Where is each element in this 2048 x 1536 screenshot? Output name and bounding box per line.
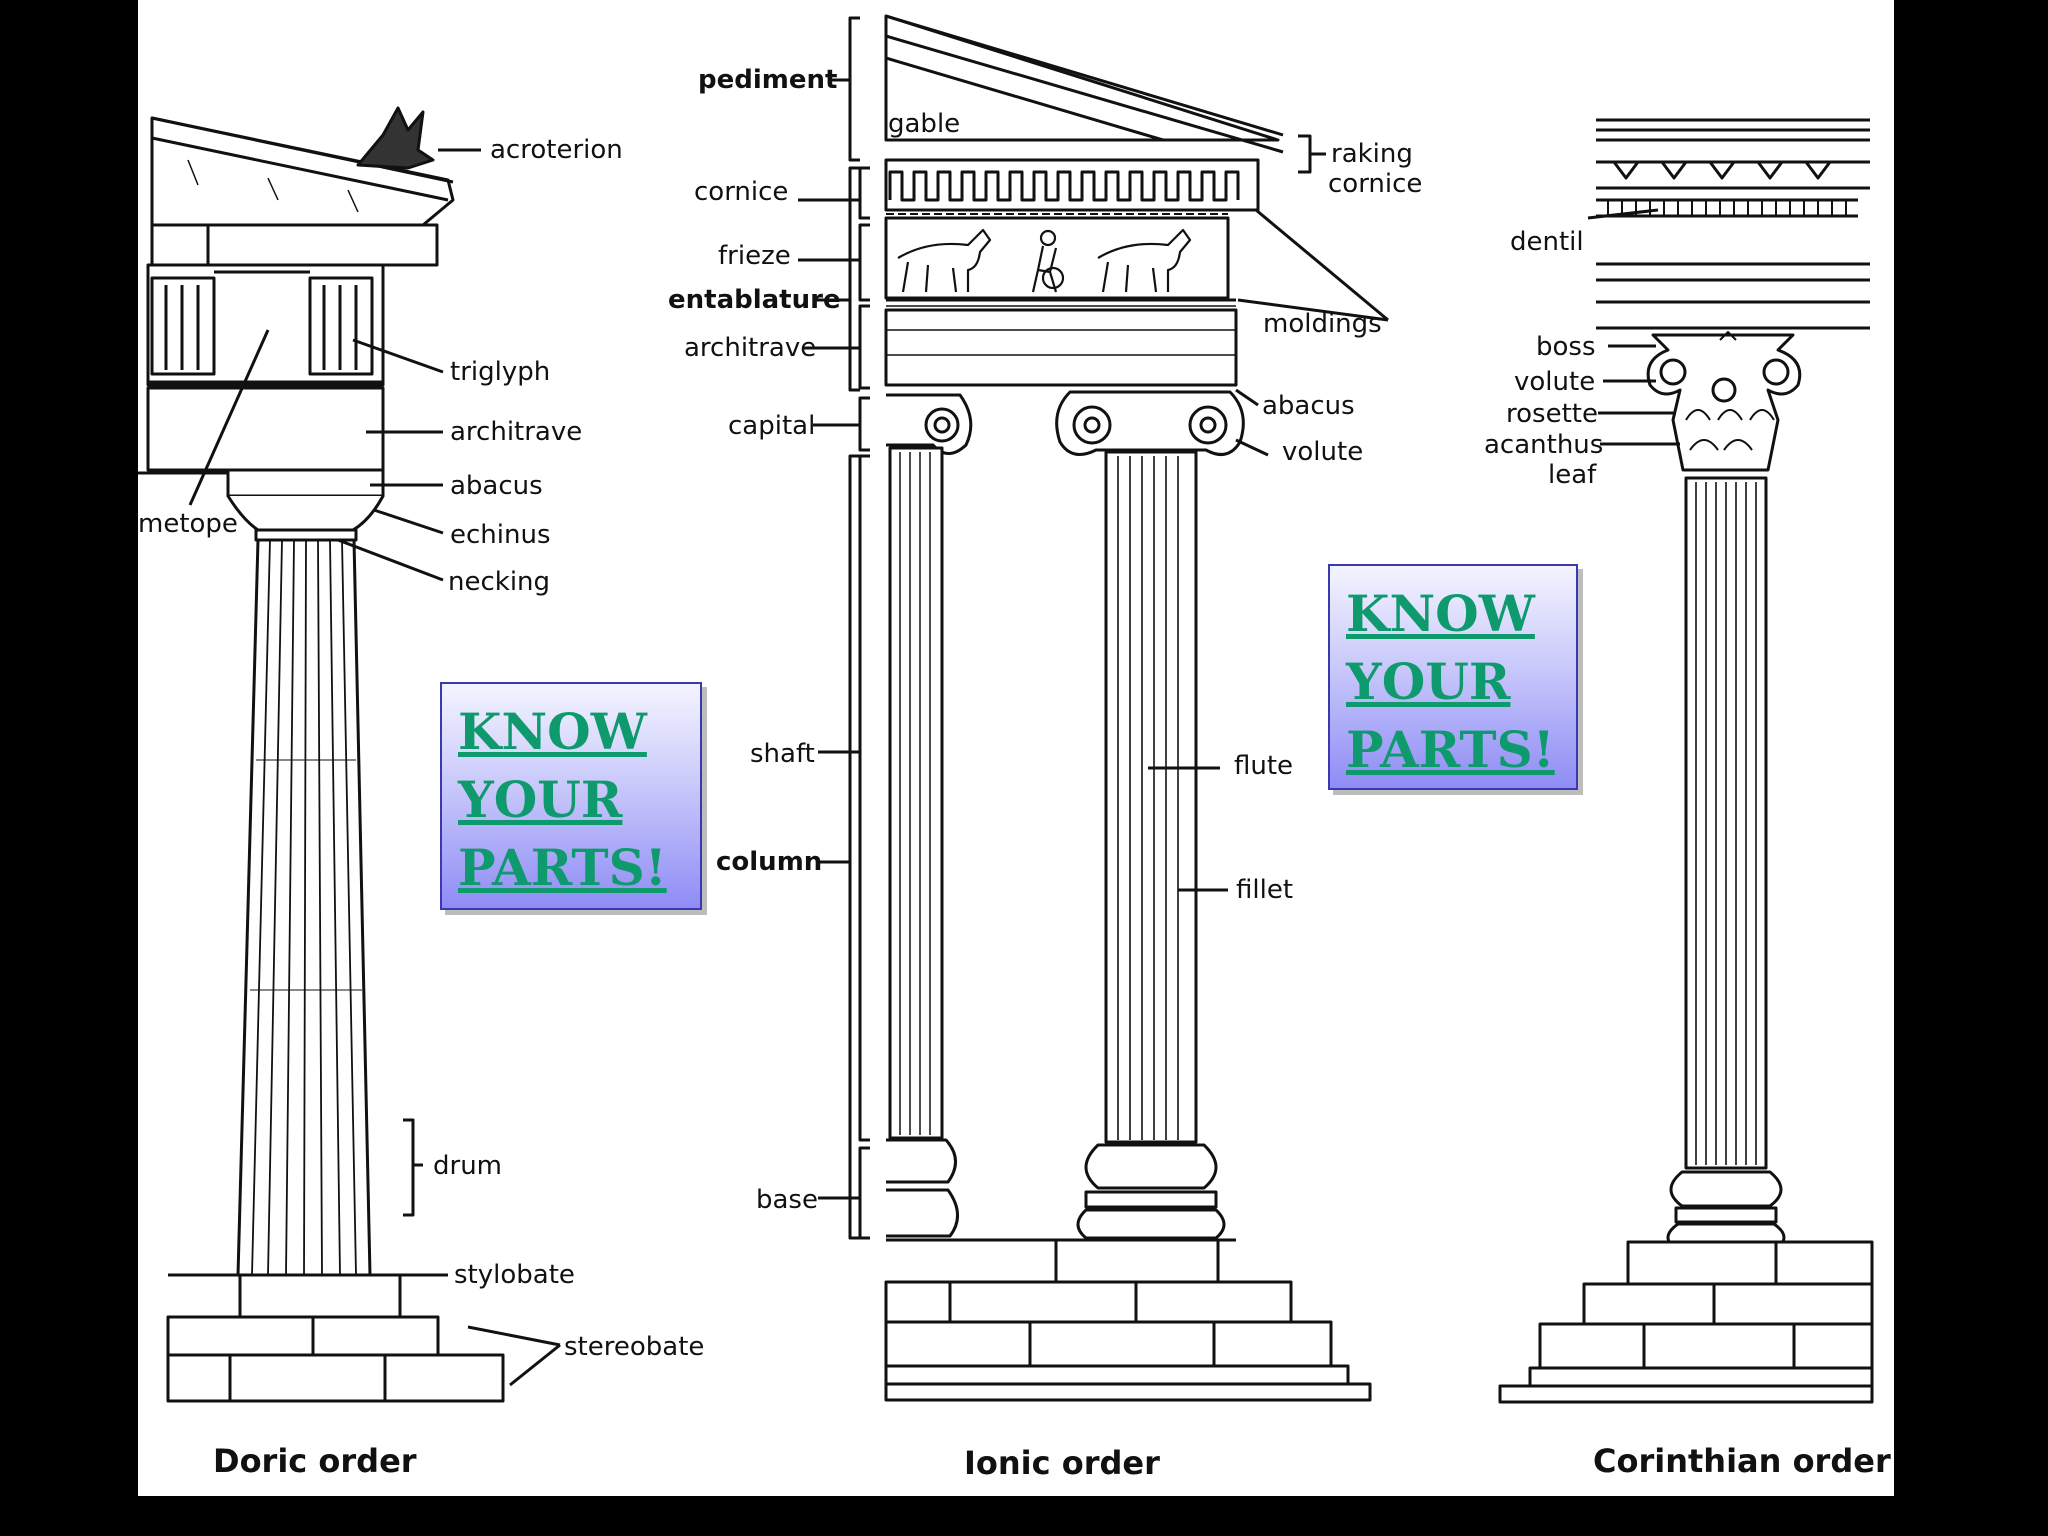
triglyph-right [308, 276, 374, 376]
label-moldings: moldings [1263, 309, 1382, 339]
doric-order-title: Doric order [213, 1442, 417, 1480]
label-capital: capital [728, 411, 815, 441]
label-flute: flute [1234, 751, 1293, 781]
corinthian-labels: dentil boss volute rosette acanthus leaf… [1484, 227, 1891, 1480]
label-entablature: entablature [668, 285, 841, 315]
label-ionic-abacus: abacus [1262, 391, 1355, 421]
label-dentil: dentil [1510, 227, 1584, 257]
label-raking: raking [1331, 139, 1413, 169]
architecture-orders-diagram: acroterion triglyph architrave abacus me… [138, 14, 1891, 1482]
triglyph-left [150, 276, 216, 376]
label-shaft: shaft [750, 739, 815, 769]
ionic-structure [798, 14, 1389, 1402]
label-ionic-architrave: architrave [684, 333, 816, 363]
label-raking-cornice: cornice [1328, 169, 1422, 199]
label-ionic-cornice: cornice [694, 177, 788, 207]
label-gable: gable [888, 109, 960, 139]
label-necking: necking [448, 567, 550, 597]
corinthian-order-title: Corinthian order [1593, 1442, 1891, 1480]
label-stereobate: stereobate [564, 1332, 704, 1362]
frieze-rider [1031, 229, 1065, 293]
frieze-horse-right [1097, 228, 1192, 293]
ionic-labels: pediment gable raking cornice cornice fr… [668, 65, 1422, 1482]
label-acroterion: acroterion [490, 135, 623, 165]
callout-line: YOUR [1346, 652, 1511, 711]
callout-line: KNOW [458, 702, 647, 761]
label-fillet: fillet [1236, 875, 1293, 905]
label-metope: metope [138, 509, 238, 539]
label-acanthus-leaf: leaf [1548, 460, 1597, 490]
label-pediment: pediment [698, 65, 837, 95]
callout-line: KNOW [1346, 584, 1535, 643]
know-your-parts-callout-left: KNOW YOUR PARTS! [440, 682, 702, 910]
label-column: column [716, 847, 822, 877]
label-acanthus: acanthus [1484, 430, 1603, 460]
label-base: base [756, 1185, 818, 1215]
diagram-panel: acroterion triglyph architrave abacus me… [138, 0, 1894, 1496]
label-frieze: frieze [718, 241, 791, 271]
callout-line: PARTS! [458, 838, 667, 897]
label-doric-architrave: architrave [450, 417, 582, 447]
label-drum: drum [433, 1151, 502, 1181]
label-boss: boss [1536, 332, 1596, 362]
callout-line: PARTS! [1346, 720, 1555, 779]
doric-labels: acroterion triglyph architrave abacus me… [138, 135, 704, 1480]
label-triglyph: triglyph [450, 357, 550, 387]
doric-structure [138, 106, 561, 1403]
callout-line: YOUR [458, 770, 623, 829]
label-rosette: rosette [1506, 399, 1598, 429]
label-echinus: echinus [450, 520, 551, 550]
label-doric-abacus: abacus [450, 471, 543, 501]
ionic-order-title: Ionic order [964, 1444, 1160, 1482]
label-ionic-volute: volute [1282, 437, 1363, 467]
know-your-parts-callout-right: KNOW YOUR PARTS! [1328, 564, 1578, 790]
frieze-horse-left [897, 228, 992, 293]
corinthian-structure [1498, 118, 1874, 1404]
label-corinthian-volute: volute [1514, 367, 1595, 397]
label-stylobate: stylobate [454, 1260, 575, 1290]
